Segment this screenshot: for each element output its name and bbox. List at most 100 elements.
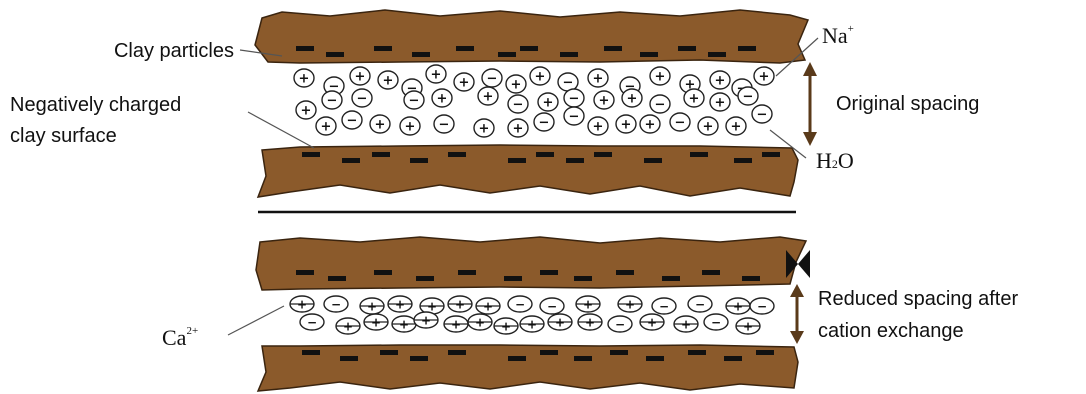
negative-charge-mark [448,350,466,355]
negative-charge-mark [742,276,760,281]
plus-sign: + [715,74,726,89]
negative-charge-mark [540,270,558,275]
label-calcium: Ca2+ [162,325,198,350]
original-spacing-panel: +−++−++−++−+−+++−+−−−++−+−++−++−++−++−++… [255,10,817,197]
negative-charge-mark [342,158,360,163]
plus-sign: + [715,96,726,111]
negative-charge-mark [738,46,756,51]
negative-charge-mark [302,152,320,157]
minus-sign: − [695,298,705,312]
plus-sign: + [427,300,437,314]
plus-sign: + [655,70,666,85]
negative-charge-mark [302,350,320,355]
ions-sodium-layer: +−++−++−++−+−+++−+−−−++−+−++−++−++−++−++… [294,65,774,137]
negative-charge-mark [690,152,708,157]
negative-charge-mark [374,270,392,275]
minus-sign: − [327,94,338,109]
plus-sign: + [475,316,485,330]
plus-sign: + [527,318,537,332]
label-negative-surface-line2: clay surface [10,125,117,147]
negative-charge-mark [702,270,720,275]
negative-charge-mark [688,350,706,355]
negative-charge-mark [328,276,346,281]
negative-charge-mark [520,46,538,51]
clay-plate-lower-1 [258,145,798,197]
plus-sign: + [703,120,714,135]
plus-sign: + [645,118,656,133]
plus-sign: + [585,316,595,330]
minus-sign: − [487,72,498,87]
minus-sign: − [307,316,317,330]
plus-sign: + [621,118,632,133]
negative-charge-mark [296,46,314,51]
plus-sign: + [321,120,332,135]
negative-charge-mark [372,152,390,157]
negative-charge-mark [644,158,662,163]
minus-sign: − [439,118,450,133]
plus-sign: + [299,72,310,87]
label-reduced-spacing-line1: Reduced spacing after [818,288,1018,310]
plus-sign: + [625,298,635,312]
label-negative-surface-line1: Negatively charged [10,94,181,116]
minus-sign: − [357,92,368,107]
negative-charge-mark [540,350,558,355]
plus-sign: + [483,300,493,314]
label-sodium: Na+ [822,23,854,48]
plus-sign: + [543,96,554,111]
negative-charge-mark [416,276,434,281]
plus-sign: + [483,90,494,105]
negative-charge-mark [762,152,780,157]
minus-sign: − [659,300,669,314]
negative-charge-mark [756,350,774,355]
ions-calcium-layer: +−+++++−−++−−+−−++++++++++−++−+ [290,296,774,334]
negative-charge-mark [610,350,628,355]
original-spacing-arrow [803,62,817,146]
minus-sign: − [655,98,666,113]
minus-sign: − [539,116,550,131]
plus-sign: + [459,76,470,91]
plus-sign: + [501,320,511,334]
negative-charge-mark [456,46,474,51]
minus-sign: − [757,300,767,314]
negative-charge-mark [646,356,664,361]
label-clay-particles: Clay particles [114,40,234,62]
plus-sign: + [451,318,461,332]
minus-sign: − [409,94,420,109]
plus-sign: + [759,70,770,85]
reduced-spacing-panel: +−+++++−−++−−+−−++++++++++−++−+ [256,237,810,391]
plus-sign: + [593,120,604,135]
plus-sign: + [431,68,442,83]
negative-charge-mark [662,276,680,281]
plus-sign: + [647,316,657,330]
negative-charge-mark [724,356,742,361]
negative-charge-mark [504,276,522,281]
plus-sign: + [689,92,700,107]
reduced-spacing-arrow [790,284,804,344]
plus-sign: + [513,122,524,137]
label-reduced-spacing-line2: cation exchange [818,320,964,342]
plus-sign: + [395,298,405,312]
negative-charge-mark [412,52,430,57]
negative-charge-mark [616,270,634,275]
negative-charge-mark [340,356,358,361]
plus-sign: + [535,70,546,85]
minus-sign: − [347,114,358,129]
minus-sign: − [547,300,557,314]
negative-charge-mark [296,270,314,275]
negative-charge-mark [374,46,392,51]
plus-sign: + [399,318,409,332]
negative-charge-mark [566,158,584,163]
negative-charge-mark [640,52,658,57]
negative-charge-mark [536,152,554,157]
negative-charge-mark [380,350,398,355]
plus-sign: + [301,104,312,119]
plus-sign: + [343,320,353,334]
plus-sign: + [405,120,416,135]
negative-charge-mark [498,52,516,57]
minus-sign: − [711,316,721,330]
minus-sign: − [569,92,580,107]
minus-sign: − [563,76,574,91]
plus-sign: + [297,298,307,312]
negative-charge-mark [604,46,622,51]
